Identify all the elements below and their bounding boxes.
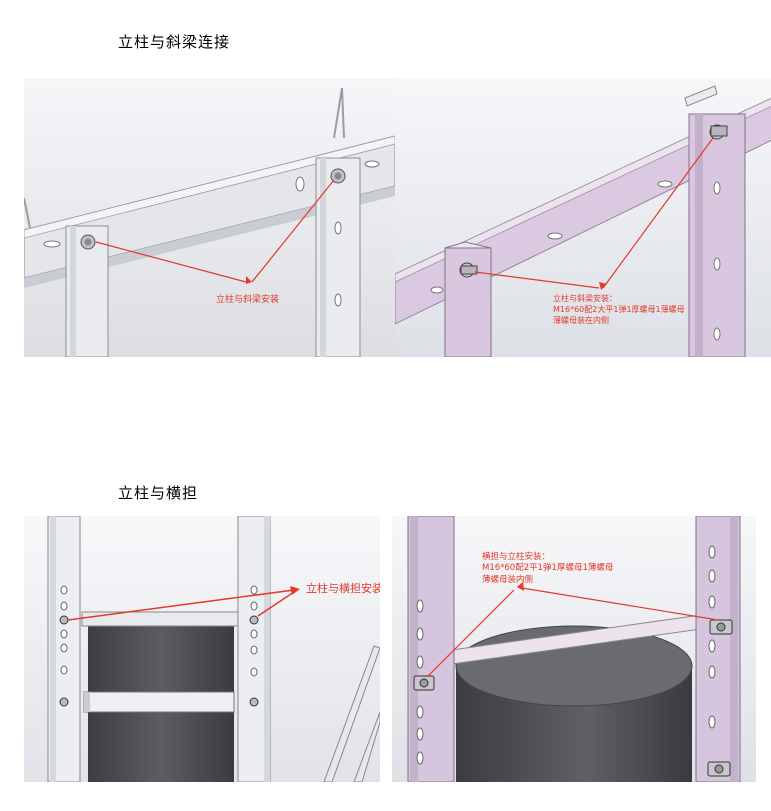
render-column-beam-purple: 立柱与斜梁安装： M16*60配2大平1弹1厚螺母1薄螺母 薄螺母装在内侧	[395, 78, 771, 357]
render-column-beam-gray: 立柱与斜梁安装	[24, 78, 395, 357]
annotation-label: 立柱与斜梁安装	[216, 295, 280, 305]
annotation-label: 立柱与斜梁安装： M16*60配2大平1弹1厚螺母1薄螺母 薄螺母装在内侧	[553, 294, 685, 326]
annotation-line: 薄螺母装在内侧	[553, 315, 609, 325]
annotation-label: 立柱与横担安装	[306, 582, 380, 595]
annotation-line: M16*60配2平1弹1厚螺母1薄螺母	[482, 563, 614, 574]
annotation-line: 立柱与斜梁安装：	[553, 294, 617, 303]
render-column-crossarm-purple: 横担与立柱安装： M16*60配2平1弹1厚螺母1薄螺母 薄螺母装内侧	[392, 516, 756, 782]
annotation-label: 横担与立柱安装： M16*60配2平1弹1厚螺母1薄螺母 薄螺母装内侧	[482, 552, 613, 586]
annotation-line: 薄螺母装内侧	[482, 574, 534, 585]
section-heading-column-crossarm: 立柱与横担	[118, 484, 199, 502]
annotation-line: M16*60配2大平1弹1厚螺母1薄螺母	[553, 304, 685, 314]
annotation-line: 横担与立柱安装：	[482, 552, 551, 562]
render-column-crossarm-gray: 立柱与横担安装	[24, 516, 380, 782]
section-heading-column-slanted-beam: 立柱与斜梁连接	[118, 33, 231, 51]
